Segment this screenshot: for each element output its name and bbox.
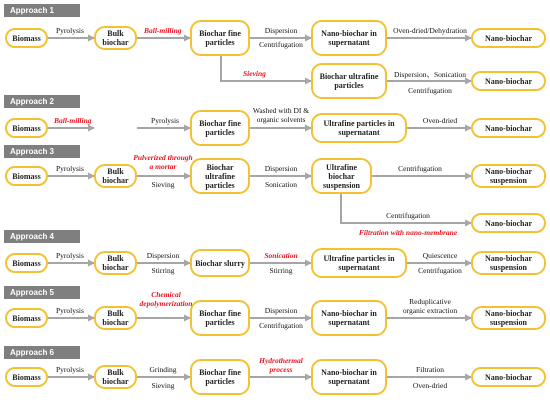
step-label: Grinding xyxy=(149,365,177,374)
step-label: Pyrolysis xyxy=(56,26,84,35)
step-label: Centrifugation xyxy=(259,321,303,330)
step-label: Quiescence xyxy=(422,251,458,260)
step-label: Dispersion、Sonication xyxy=(393,70,467,79)
step-label: Centrifugation xyxy=(418,266,462,275)
biochar-fine-particles-node: Biochar fine particles xyxy=(190,110,250,146)
biochar-fine-particles-node: Biochar fine particles xyxy=(190,359,250,395)
step-label-highlight: Pulverized through xyxy=(133,153,193,162)
step-label-highlight: depolymerization xyxy=(139,299,193,308)
bulk-biochar-node: Bulk biochar xyxy=(94,365,137,389)
step-label: Oven-dried xyxy=(412,381,448,390)
approach-1-tag: Approach 1 xyxy=(4,4,80,17)
step-label: Stirring xyxy=(269,266,293,275)
approach-2-tag: Approach 2 xyxy=(4,95,80,108)
approach-6-tag: Approach 6 xyxy=(4,346,80,359)
step-label: Reduplicative xyxy=(409,297,451,306)
step-label-highlight: Ball-milling xyxy=(54,116,92,125)
step-label-highlight: Ball-milling xyxy=(144,26,182,35)
step-label-highlight: Chemical xyxy=(151,290,181,299)
biochar-ultrafine-particles-node: Biochar ultrafine particles xyxy=(311,63,387,99)
bulk-biochar-node: Bulk biochar xyxy=(94,251,137,275)
step-label-highlight: Hydrothermal xyxy=(259,356,303,365)
step-label: Dispersion xyxy=(264,164,298,173)
nano-biochar-node: Nano-biochar xyxy=(471,118,546,138)
ultrafine-particles-supernatant-node: Ultrafine particles in supernatant xyxy=(311,248,407,278)
biomass-node: Biomass xyxy=(5,118,48,138)
approach-3-tag: Approach 3 xyxy=(4,145,80,158)
nano-biochar-suspension-node: Nano-biochar suspension xyxy=(471,164,546,188)
nano-biochar-node: Nano-biochar xyxy=(471,213,546,233)
step-label: Centrifugation xyxy=(408,86,452,95)
step-label: Pyrolysis xyxy=(56,306,84,315)
nano-biochar-node: Nano-biochar xyxy=(471,367,546,387)
step-label: Pyrolysis xyxy=(56,251,84,260)
step-label-highlight: Sonication xyxy=(264,251,298,260)
biomass-node: Biomass xyxy=(5,253,48,273)
step-label-highlight: Filtration with nano-membrane xyxy=(358,228,458,237)
step-label: Sonication xyxy=(264,180,298,189)
step-label: organic solvents xyxy=(256,115,306,124)
biomass-node: Biomass xyxy=(5,367,48,387)
step-label: organic extraction xyxy=(402,306,458,315)
step-label: Washed with DI & xyxy=(252,106,310,115)
step-label-highlight: Sieving xyxy=(243,69,266,78)
step-label: Centrifugation xyxy=(386,211,430,220)
step-label: Filtration xyxy=(416,365,444,374)
ultrafine-particles-supernatant-node: Ultrafine particles in supernatant xyxy=(311,113,407,143)
step-label-highlight: process xyxy=(269,365,293,374)
step-label: Centrifugation xyxy=(398,164,442,173)
step-label: Oven-dried/Dehydration xyxy=(393,26,467,35)
biomass-node: Biomass xyxy=(5,166,48,186)
biochar-fine-particles-node: Biochar fine particles xyxy=(190,300,250,336)
step-label-highlight: a mortar xyxy=(149,162,177,171)
step-label: Stirring xyxy=(151,266,175,275)
step-label: Sieving xyxy=(151,381,175,390)
approach-5-tag: Approach 5 xyxy=(4,286,80,299)
ultrafine-biochar-suspension-node: Ultrafine biochar suspension xyxy=(311,158,372,194)
approach-4-tag: Approach 4 xyxy=(4,230,80,243)
step-label: Pyrolysis xyxy=(56,164,84,173)
nano-biochar-supernatant-node: Nano-biochar in supernatant xyxy=(311,359,387,395)
biochar-fine-particles-node: Biochar fine particles xyxy=(190,20,250,56)
bulk-biochar-node: Bulk biochar xyxy=(94,306,137,330)
step-label: Pyrolysis xyxy=(151,116,179,125)
step-label: Sieving xyxy=(151,180,175,189)
biomass-node: Biomass xyxy=(5,308,48,328)
step-label: Oven-dried xyxy=(422,116,458,125)
nano-biochar-node: Nano-biochar xyxy=(471,28,546,48)
step-label: Dispersion xyxy=(264,26,298,35)
step-label: Dispersion xyxy=(146,251,180,260)
bulk-biochar-node: Bulk biochar xyxy=(94,26,137,50)
biochar-slurry-node: Biochar slurry xyxy=(190,249,250,277)
step-label: Pyrolysis xyxy=(56,365,84,374)
nano-biochar-suspension-node: Nano-biochar suspension xyxy=(471,306,546,330)
nano-biochar-suspension-node: Nano-biochar suspension xyxy=(471,251,546,275)
step-label: Dispersion xyxy=(264,306,298,315)
biomass-node: Biomass xyxy=(5,28,48,48)
biochar-ultrafine-particles-node: Biochar ultrafine particles xyxy=(190,158,250,194)
bulk-biochar-node: Bulk biochar xyxy=(94,164,137,188)
nano-biochar-node: Nano-biochar xyxy=(471,71,546,91)
step-label: Centrifugation xyxy=(259,40,303,49)
nano-biochar-supernatant-node: Nano-biochar in supernatant xyxy=(311,300,387,336)
nano-biochar-supernatant-node: Nano-biochar in supernatant xyxy=(311,20,387,56)
